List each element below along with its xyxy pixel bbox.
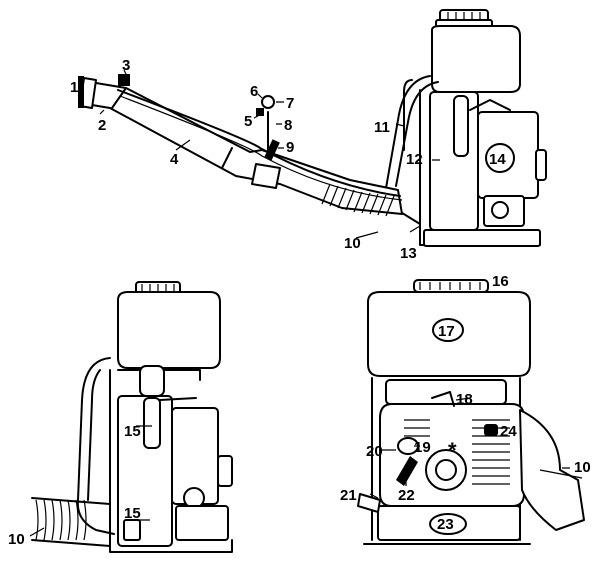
- callout-7: 7: [286, 95, 294, 112]
- callout-15-upper: 15: [124, 423, 141, 440]
- callout-11: 11: [374, 119, 390, 136]
- callout-3: 3: [122, 57, 130, 74]
- strap-side: [76, 357, 115, 535]
- callout-15-lower: 15: [124, 505, 141, 522]
- side-view: 15 15 10: [8, 281, 233, 553]
- callout-20: 20: [366, 443, 383, 460]
- star-marker: *: [448, 438, 457, 463]
- callout-22: 22: [398, 487, 415, 504]
- callout-10-top: 10: [344, 235, 361, 252]
- lance-tube: [78, 74, 403, 217]
- callout-21: 21: [340, 487, 357, 504]
- tank-side-view: [117, 281, 221, 369]
- callout-24: 24: [500, 423, 517, 440]
- tank-top-view: [431, 9, 521, 93]
- callout-2: 2: [98, 117, 106, 134]
- side-view-with-lance: 1 2 3 4 5 6 7 8 9 10 11 12 13 14: [70, 9, 547, 262]
- engine-top-view: [403, 79, 547, 247]
- callout-6: 6: [250, 83, 258, 100]
- callout-17: 17: [438, 323, 455, 340]
- callout-12: 12: [406, 151, 423, 168]
- callout-18: 18: [456, 391, 473, 408]
- callout-10-right: 10: [574, 459, 591, 476]
- callout-16: 16: [492, 273, 509, 290]
- callout-23: 23: [437, 516, 454, 533]
- callout-10-left: 10: [8, 531, 25, 548]
- callout-8: 8: [284, 117, 292, 134]
- callout-14: 14: [489, 151, 506, 168]
- callout-13: 13: [400, 245, 417, 262]
- callout-4: 4: [170, 151, 179, 168]
- callout-1: 1: [70, 79, 78, 96]
- front-view: 16 17 18 19 20 21 22 23 24 10 *: [340, 273, 591, 545]
- callout-9: 9: [286, 139, 294, 156]
- callout-19: 19: [414, 439, 431, 456]
- callout-5: 5: [244, 113, 252, 130]
- tank-front-view: [367, 279, 531, 377]
